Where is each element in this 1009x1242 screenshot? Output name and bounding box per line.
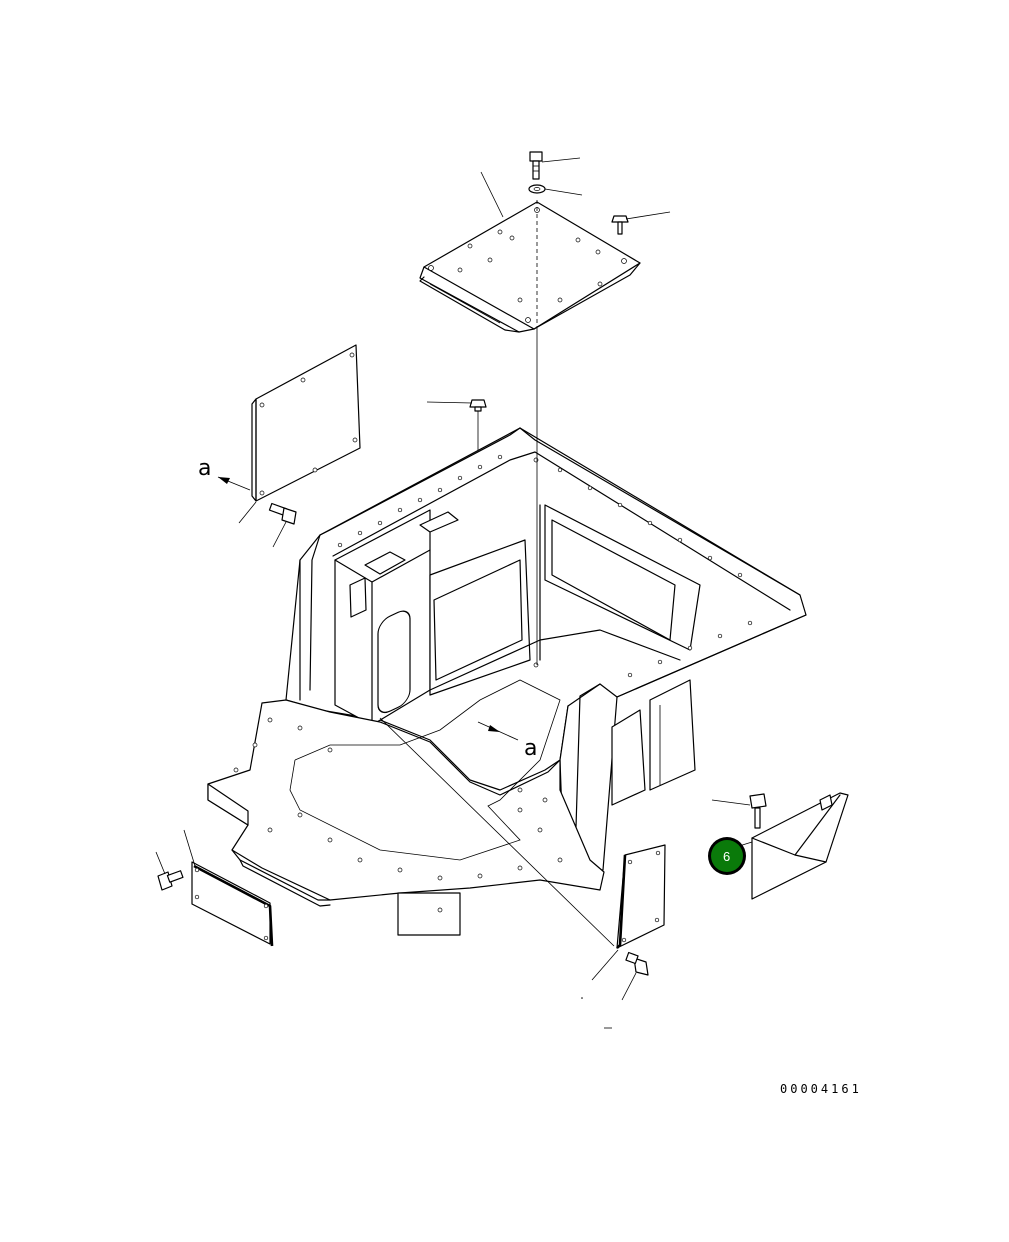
view-arrow-top: a	[198, 456, 251, 491]
callout-badge-6[interactable]: 6	[708, 837, 746, 875]
floor-plate	[207, 679, 605, 936]
left-side-bolt	[238, 501, 297, 548]
washer	[528, 184, 583, 196]
callout-badge-label: 6	[723, 849, 730, 864]
view-label-bottom: a	[524, 736, 537, 761]
drawing-number: 00004161	[780, 1082, 862, 1096]
top-bolt	[529, 151, 581, 180]
front-left-cover	[183, 829, 274, 947]
top-cover-plate	[419, 200, 641, 333]
front-right-bolt	[604, 951, 649, 1029]
cab-frame	[285, 427, 807, 871]
callout-badge-fill	[711, 840, 743, 872]
leader-top-plate	[480, 171, 504, 218]
view-arrow-bottom: a	[477, 721, 537, 761]
view-label-top: a	[198, 456, 211, 481]
front-right-cover	[379, 717, 666, 981]
front-left-bolt	[155, 851, 184, 891]
left-side-cover	[251, 344, 361, 502]
bracket-bolt	[711, 793, 767, 829]
small-bolt-top-right	[611, 211, 671, 235]
stray-dot	[581, 997, 583, 999]
